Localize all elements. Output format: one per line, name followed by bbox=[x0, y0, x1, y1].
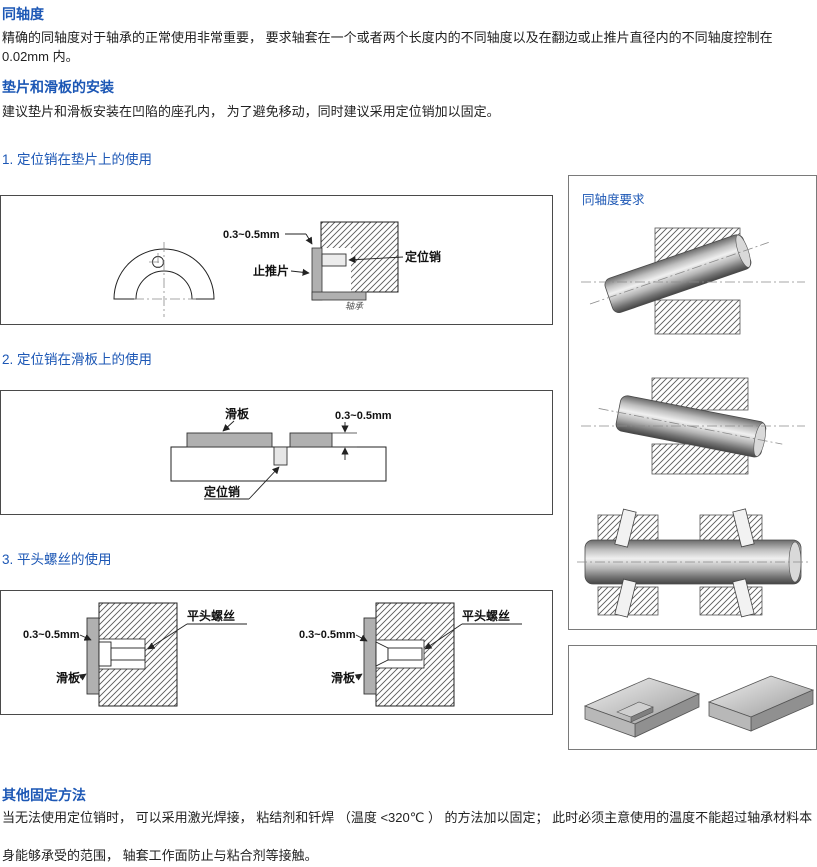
tilted-washer bbox=[614, 578, 637, 618]
fig1-pin-label: 定位销 bbox=[405, 249, 441, 264]
coaxiality-diagrams bbox=[577, 227, 809, 618]
paragraph-coaxiality: 精确的同轴度对于轴承的正常使用非常重要， 要求轴套在一个或者两个长度内的不同轴度… bbox=[2, 30, 773, 64]
slide-plate-right bbox=[289, 432, 333, 448]
fig3-right-plate-label: 滑板 bbox=[331, 670, 356, 685]
plates-panel bbox=[568, 645, 817, 750]
fig2-dim-label: 0.3~0.5mm bbox=[335, 410, 392, 422]
plate-3d-left bbox=[583, 677, 701, 738]
screw-assembly-left bbox=[86, 602, 178, 707]
figure2-box: 滑板 0.3~0.5mm 定位销 bbox=[0, 390, 553, 515]
coaxiality-panel: 同轴度要求 bbox=[568, 175, 817, 630]
fig3-right-screw-label: 平头螺丝 bbox=[462, 608, 510, 623]
fig2-pin-label: 定位销 bbox=[204, 484, 240, 499]
screw-shaft bbox=[387, 647, 423, 661]
screw-assembly-right bbox=[363, 602, 455, 707]
fig3-right-dim-label: 0.3~0.5mm bbox=[299, 629, 356, 641]
fig3-left-dim-label: 0.3~0.5mm bbox=[23, 629, 80, 641]
plate-3d-right bbox=[707, 675, 815, 732]
tilted-washer bbox=[732, 508, 755, 548]
coax-diagram-1 bbox=[581, 227, 805, 335]
slide-plate bbox=[86, 617, 100, 695]
heading-other-methods: 其他固定方法 bbox=[2, 787, 86, 803]
slide-plate bbox=[363, 617, 377, 695]
paragraph-other-methods: 当无法使用定位销时， 可以采用激光焊接， 粘结剂和钎焊 （温度 <320℃ ） … bbox=[2, 810, 813, 863]
figure1-caption: 1. 定位销在垫片上的使用 bbox=[2, 152, 153, 167]
coax-diagram-3 bbox=[577, 508, 809, 618]
heading-coaxiality: 同轴度 bbox=[2, 6, 44, 22]
tilted-washer bbox=[732, 578, 755, 618]
figure2-caption: 2. 定位销在滑板上的使用 bbox=[2, 352, 153, 367]
fig2-plate-label: 滑板 bbox=[225, 406, 250, 421]
screw-shaft bbox=[110, 647, 146, 661]
coax-diagram-2 bbox=[581, 377, 805, 475]
fig3-left-plate-label: 滑板 bbox=[56, 670, 81, 685]
locating-pin bbox=[321, 253, 347, 267]
slide-plate-assembly bbox=[170, 432, 387, 482]
heading-installation: 垫片和滑板的安装 bbox=[2, 79, 114, 95]
fig1-thrust-washer-label: 止推片 bbox=[253, 263, 289, 278]
figure1-box: 0.3~0.5mm 止推片 定位销 轴承 bbox=[0, 195, 553, 325]
locating-pin bbox=[273, 446, 288, 466]
plates-illustration bbox=[583, 675, 815, 738]
figure3-caption: 3. 平头螺丝的使用 bbox=[2, 552, 112, 567]
fig1-bearing-label: 轴承 bbox=[345, 301, 364, 311]
slide-plate-left bbox=[186, 432, 273, 448]
thrust-washer-face bbox=[311, 291, 367, 301]
coaxiality-panel-title: 同轴度要求 bbox=[582, 193, 645, 207]
fig1-dim-label: 0.3~0.5mm bbox=[223, 229, 280, 241]
paragraph-installation: 建议垫片和滑板安装在凹陷的座孔内， 为了避免移动，同时建议采用定位销加以固定。 bbox=[2, 104, 500, 119]
screw-head bbox=[98, 641, 112, 667]
fig3-left-screw-label: 平头螺丝 bbox=[187, 608, 235, 623]
figure1-diagram: 0.3~0.5mm 止推片 定位销 轴承 bbox=[113, 221, 441, 317]
housing-cross-section bbox=[311, 221, 399, 301]
thrust-washer-front-view bbox=[113, 242, 215, 317]
tilted-washer bbox=[614, 508, 637, 548]
figure3-box: 0.3~0.5mm 平头螺丝 滑板 0.3~0.5mm 平头螺丝 滑板 bbox=[0, 590, 553, 715]
figure3-diagram: 0.3~0.5mm 平头螺丝 滑板 0.3~0.5mm 平头螺丝 滑板 bbox=[23, 602, 522, 707]
figure2-diagram: 滑板 0.3~0.5mm 定位销 bbox=[170, 406, 392, 500]
